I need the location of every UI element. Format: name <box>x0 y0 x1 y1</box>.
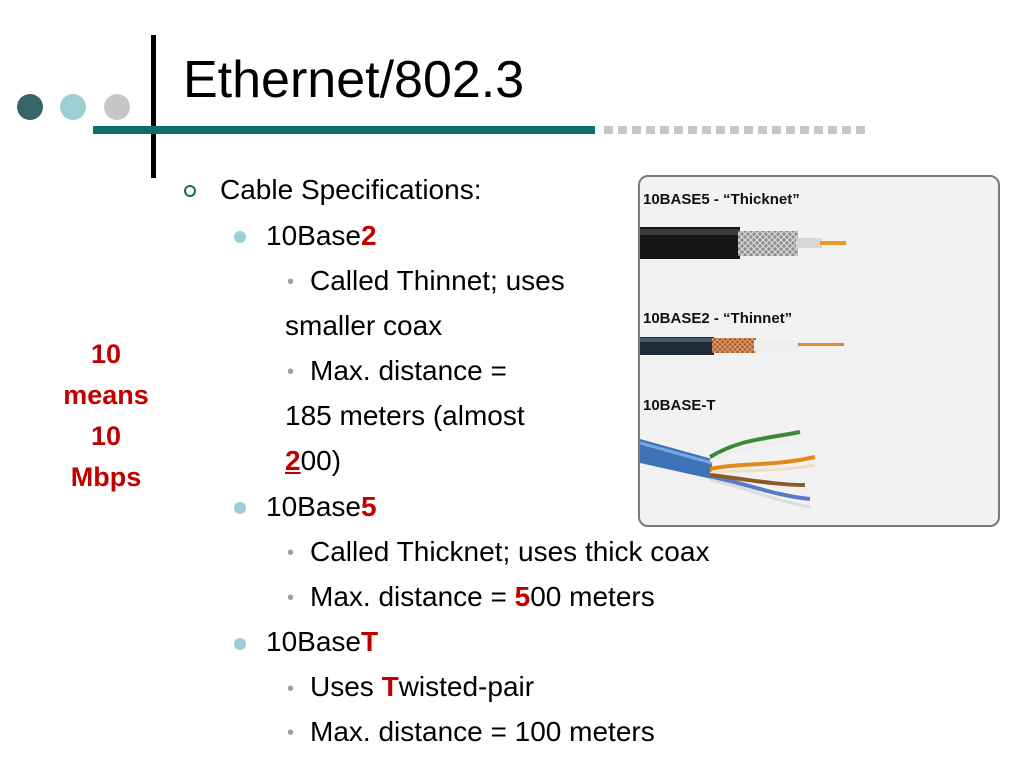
thinnet-distance-line1: Max. distance = <box>310 355 507 386</box>
thinnet-desc-line1: Called Thinnet; uses <box>310 265 565 296</box>
thicknet-distance-post: 00 meters <box>530 581 655 612</box>
item-10base5: 10Base5 <box>266 491 377 523</box>
twisted-pair-desc: Uses Twisted-pair <box>310 671 534 703</box>
header-dot-teal <box>60 94 86 120</box>
thinnet-distance-rest: 00) <box>300 445 342 476</box>
twisted-pair-distance: Max. distance = 100 meters <box>310 716 655 747</box>
thicknet-distance: Max. distance = 500 meters <box>310 581 655 613</box>
item-10baset-prefix: 10Base <box>266 626 361 657</box>
cable-specs-heading: Cable Specifications: <box>220 174 482 205</box>
caption-10base5: 10BASE5 - “Thicknet” <box>643 191 800 208</box>
bullet-level2-icon <box>234 638 246 650</box>
cable-types-figure: 10BASE5 - “Thicknet” 10BASE2 - “Thinnet”… <box>638 175 1000 527</box>
thicknet-cable-image <box>640 227 846 259</box>
item-10baset: 10BaseT <box>266 626 378 658</box>
side-note-line-1: 10 <box>90 339 122 369</box>
header-dot-gray <box>104 94 130 120</box>
item-10base5-prefix: 10Base <box>266 491 361 522</box>
bullet-level3-icon: • <box>287 587 295 609</box>
thinnet-distance-line2: 185 meters (almost <box>285 400 525 431</box>
item-10base2-emph: 2 <box>360 220 377 251</box>
bullet-level3-icon: • <box>287 542 295 564</box>
twisted-pair-post: wisted-pair <box>398 671 535 702</box>
item-10base2-prefix: 10Base <box>266 220 361 251</box>
caption-10base2: 10BASE2 - “Thinnet” <box>643 310 792 327</box>
twisted-pair-pre: Uses <box>310 671 382 702</box>
header-vertical-bar <box>151 35 156 178</box>
bullet-level3-icon: • <box>287 271 295 293</box>
thinnet-distance-emph: 2 <box>285 445 301 476</box>
caption-10base5-b: 5 - “Thicknet” <box>701 191 800 208</box>
side-note-line-4: Mbps <box>70 462 142 492</box>
bullet-level2-icon <box>234 502 246 514</box>
thinnet-cable-image <box>640 337 844 355</box>
caption-10base5-a: 10BASE <box>643 191 702 208</box>
cable-illustrations <box>640 227 846 509</box>
thinnet-desc-line2: smaller coax <box>285 310 443 341</box>
bullet-level3-icon: • <box>287 722 295 744</box>
caption-10base2-b: 2 - “Thinnet” <box>701 310 793 327</box>
twisted-pair-emph: T <box>381 671 399 702</box>
thinnet-distance-line3: 200) <box>285 445 341 477</box>
thicknet-distance-emph: 5 <box>514 581 531 612</box>
bullet-level2-icon <box>234 231 246 243</box>
thicknet-desc: Called Thicknet; uses thick coax <box>310 536 710 567</box>
caption-10baset: 10BASE-T <box>643 397 716 414</box>
side-note-line-3: 10 <box>90 421 122 451</box>
header-rule <box>93 126 595 134</box>
twisted-pair-cable-image <box>640 430 816 509</box>
side-note-line-2: means <box>63 380 149 410</box>
bullet-level1-icon <box>184 185 196 197</box>
header-dot-dark <box>17 94 43 120</box>
item-10base5-emph: 5 <box>360 491 377 522</box>
bullet-level3-icon: • <box>287 678 295 700</box>
item-10baset-emph: T <box>360 626 379 657</box>
bullet-level3-icon: • <box>287 361 295 383</box>
item-10base2: 10Base2 <box>266 220 377 252</box>
side-note: 10 means 10 Mbps <box>46 334 166 498</box>
thicknet-distance-pre: Max. distance = <box>310 581 515 612</box>
caption-10base2-a: 10BASE <box>643 310 702 327</box>
header-dotted-rule <box>604 126 868 134</box>
slide-title: Ethernet/802.3 <box>183 51 525 109</box>
